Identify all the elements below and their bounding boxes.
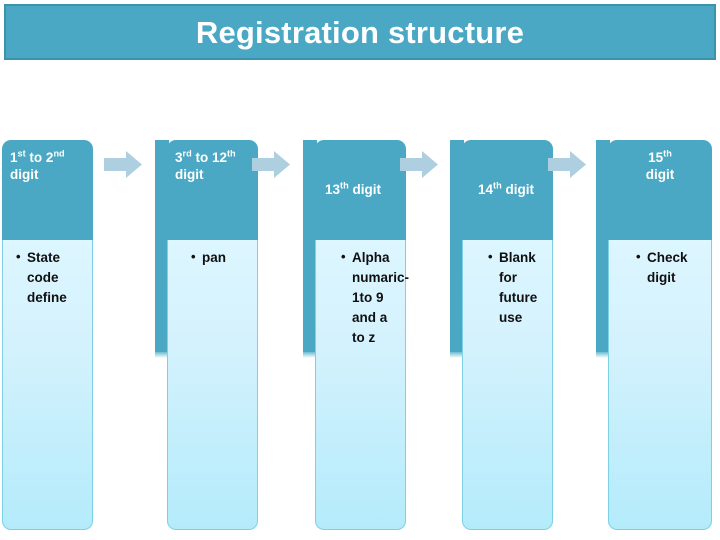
arrow-right-icon-1 [104, 151, 142, 178]
bullet-list-digit-14: Blank for future use [469, 247, 546, 328]
column-header-label-digit-14: 14th digit [478, 180, 534, 197]
column-connector-band-digit-14 [450, 140, 464, 358]
column-body-digit-15[interactable]: Check digit [608, 240, 712, 530]
column-header-digit-13[interactable]: 13th digit [315, 140, 406, 240]
list-item: Blank for future use [488, 247, 546, 328]
column-body-digit-13[interactable]: Alpha numaric-1to 9 and a to z [315, 240, 409, 530]
column-connector-band-digits-3-12 [155, 140, 169, 358]
column-connector-band-digit-13 [303, 140, 317, 358]
page-title-banner: Registration structure [4, 4, 716, 60]
column-body-digits-3-12[interactable]: pan [167, 240, 258, 530]
column-header-digit-14[interactable]: 14th digit [462, 140, 553, 240]
arrow-right-icon-4 [548, 151, 586, 178]
column-header-label-digits-1-2: 1st to 2nd digit [10, 148, 65, 182]
column-body-digit-14[interactable]: Blank for future use [462, 240, 553, 530]
bullet-list-digit-13: Alpha numaric-1to 9 and a to z [322, 247, 409, 348]
list-item: State code define [16, 247, 86, 308]
column-connector-band-digit-15 [596, 140, 610, 358]
bullet-list-digits-1-2: State code define [9, 247, 86, 308]
column-header-label-digit-13: 13th digit [325, 180, 381, 197]
column-header-digits-1-2[interactable]: 1st to 2nd digit [2, 140, 93, 240]
column-header-label-digits-3-12: 3rd to 12th digit [175, 148, 236, 182]
list-item: Check digit [636, 247, 705, 288]
arrow-right-icon-3 [400, 151, 438, 178]
list-item: Alpha numaric-1to 9 and a to z [341, 247, 409, 348]
column-header-digits-3-12[interactable]: 3rd to 12th digit [167, 140, 258, 240]
bullet-list-digits-3-12: pan [174, 247, 251, 268]
list-item: pan [191, 247, 251, 268]
arrow-right-icon-2 [252, 151, 290, 178]
page-title: Registration structure [195, 14, 525, 50]
column-body-digits-1-2[interactable]: State code define [2, 240, 93, 530]
bullet-list-digit-15: Check digit [615, 247, 705, 288]
